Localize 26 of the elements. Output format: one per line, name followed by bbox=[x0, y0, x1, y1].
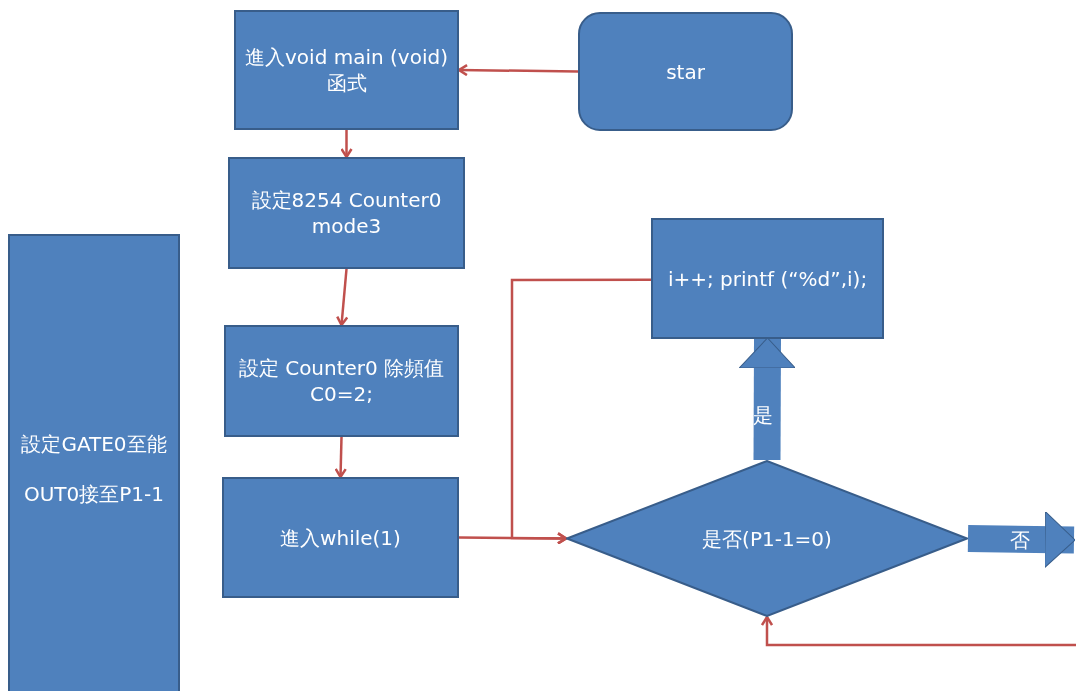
node-text: 進入void main (void)函式 bbox=[244, 44, 449, 96]
process-box bbox=[234, 10, 459, 130]
process-box bbox=[222, 477, 459, 598]
node-text: 進入while(1) bbox=[280, 524, 401, 551]
edge-label: 否 bbox=[1010, 530, 1030, 550]
node-text: 設定GATE0至能 bbox=[21, 431, 167, 457]
terminal-box bbox=[578, 12, 793, 131]
arrow bbox=[340, 130, 353, 159]
node-text: 是否(P1-1=0) bbox=[702, 525, 832, 552]
decision-diamond bbox=[566, 460, 968, 617]
node-text: i++; printf (“%d”,i); bbox=[667, 265, 868, 292]
process-box bbox=[224, 325, 459, 437]
arrow bbox=[336, 268, 349, 327]
node-text: 設定 Counter0 除頻值 C0=2; bbox=[237, 355, 446, 407]
node-text: OUT0接至P1-1 bbox=[23, 481, 165, 507]
node-text: 設定8254 Counter0 mode3 bbox=[250, 187, 443, 239]
process-box bbox=[8, 234, 180, 691]
process-box bbox=[651, 218, 884, 339]
block-arrow bbox=[738, 337, 796, 461]
node-text: star bbox=[666, 58, 705, 85]
arrow bbox=[760, 615, 1076, 647]
block-arrow bbox=[967, 511, 1076, 569]
arrow bbox=[334, 436, 347, 479]
edge-label: 是 bbox=[753, 405, 773, 425]
arrow bbox=[510, 278, 651, 545]
process-box bbox=[228, 157, 465, 269]
